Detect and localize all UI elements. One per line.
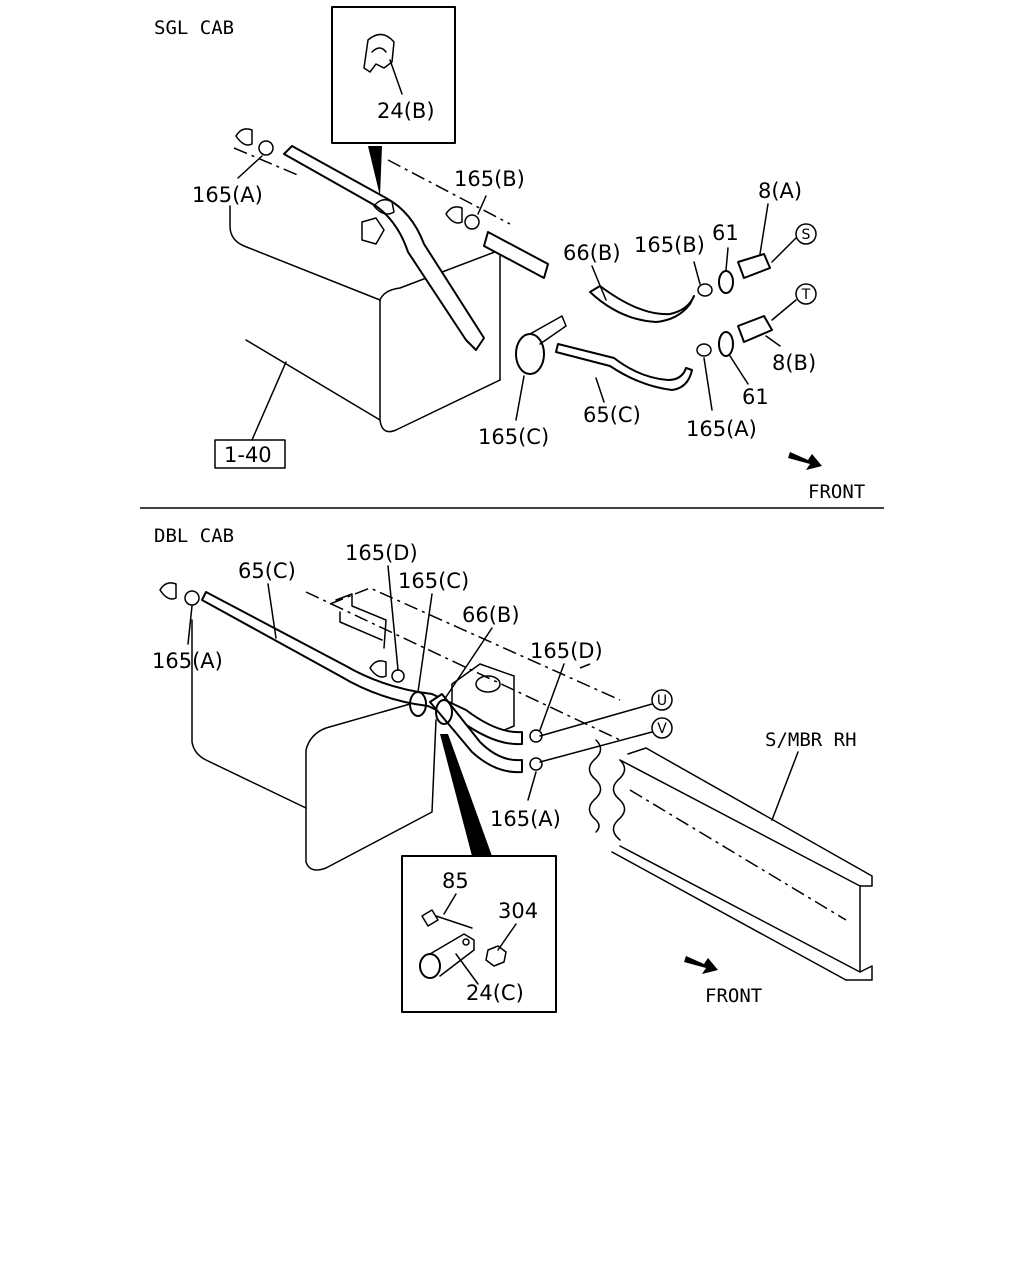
- detail-pointer: [368, 146, 382, 196]
- svg-text:U: U: [657, 693, 667, 709]
- clamps-sgl: 165(A) 165(B): [192, 128, 525, 230]
- label-85: 85: [442, 869, 469, 893]
- label-s-mbr-rh: S/MBR RH: [765, 729, 857, 751]
- front-label-sgl: FRONT: [808, 481, 865, 503]
- label-165d-dbl-right: 165(D): [530, 639, 603, 663]
- label-65c-sgl: 65(C): [583, 403, 641, 427]
- detail-box-24c: 85 304 24(C): [401, 855, 557, 1013]
- connector-t: T: [795, 283, 817, 305]
- side-member-rh: S/MBR RH: [588, 729, 873, 981]
- front-label-dbl: FRONT: [705, 985, 762, 1007]
- section-title-sgl-cab: SGL CAB: [154, 17, 234, 39]
- label-165a-sgl-tank: 165(A): [192, 183, 263, 207]
- label-165a-dbl-tank: 165(A): [152, 649, 223, 673]
- hoses-dbl: [201, 591, 523, 774]
- label-165b-sgl-fitting: 165(B): [634, 233, 705, 257]
- label-165a-dbl: 165(A): [490, 807, 561, 831]
- fittings-sgl: 165(B) 61 8(A) 165(A) 61 8(B): [634, 179, 816, 441]
- label-61-upper: 61: [712, 221, 739, 245]
- svg-text:S: S: [802, 227, 811, 243]
- front-arrow-sgl: FRONT: [788, 452, 865, 503]
- reference-box: [214, 439, 286, 469]
- section-title-dbl-cab: DBL CAB: [154, 525, 234, 547]
- svg-text:T: T: [801, 287, 811, 303]
- label-61-lower: 61: [742, 385, 769, 409]
- connector-s: S: [795, 223, 817, 245]
- label-8b: 8(B): [772, 351, 816, 375]
- front-arrow-dbl: FRONT: [684, 956, 762, 1007]
- reference-box-label: 1-40: [224, 443, 272, 467]
- label-24b-detail: 24(B): [377, 99, 435, 123]
- svg-text:V: V: [657, 721, 667, 737]
- label-8a: 8(A): [758, 179, 802, 203]
- detail-box-24b: 24(B): [331, 6, 456, 196]
- fuel-tank-sgl: 1-40: [214, 147, 511, 469]
- label-24c: 24(C): [466, 981, 524, 1005]
- label-165b-sgl-tank: 165(B): [454, 167, 525, 191]
- label-304: 304: [498, 899, 538, 923]
- label-165c-sgl: 165(C): [478, 425, 549, 449]
- fuel-tank-dbl: [191, 587, 621, 871]
- label-66b-sgl: 66(B): [563, 241, 621, 265]
- clamps-dbl: 165(A) 65(C) 165(D) 165(C) 66(B) 165(D) …: [152, 541, 653, 831]
- label-165a-sgl-fitting: 165(A): [686, 417, 757, 441]
- label-65c-dbl: 65(C): [238, 559, 296, 583]
- connector-v: V: [651, 717, 673, 739]
- label-165d-dbl-upper: 165(D): [345, 541, 418, 565]
- hoses-sgl-loose: 66(B) 65(C): [555, 241, 695, 427]
- hoses-sgl-tank: [283, 145, 549, 351]
- connector-u: U: [651, 689, 673, 711]
- detail-pointer-dbl: [440, 734, 492, 856]
- band-clamp-165c: 165(C): [478, 315, 567, 449]
- label-165c-dbl: 165(C): [398, 569, 469, 593]
- label-66b-dbl: 66(B): [462, 603, 520, 627]
